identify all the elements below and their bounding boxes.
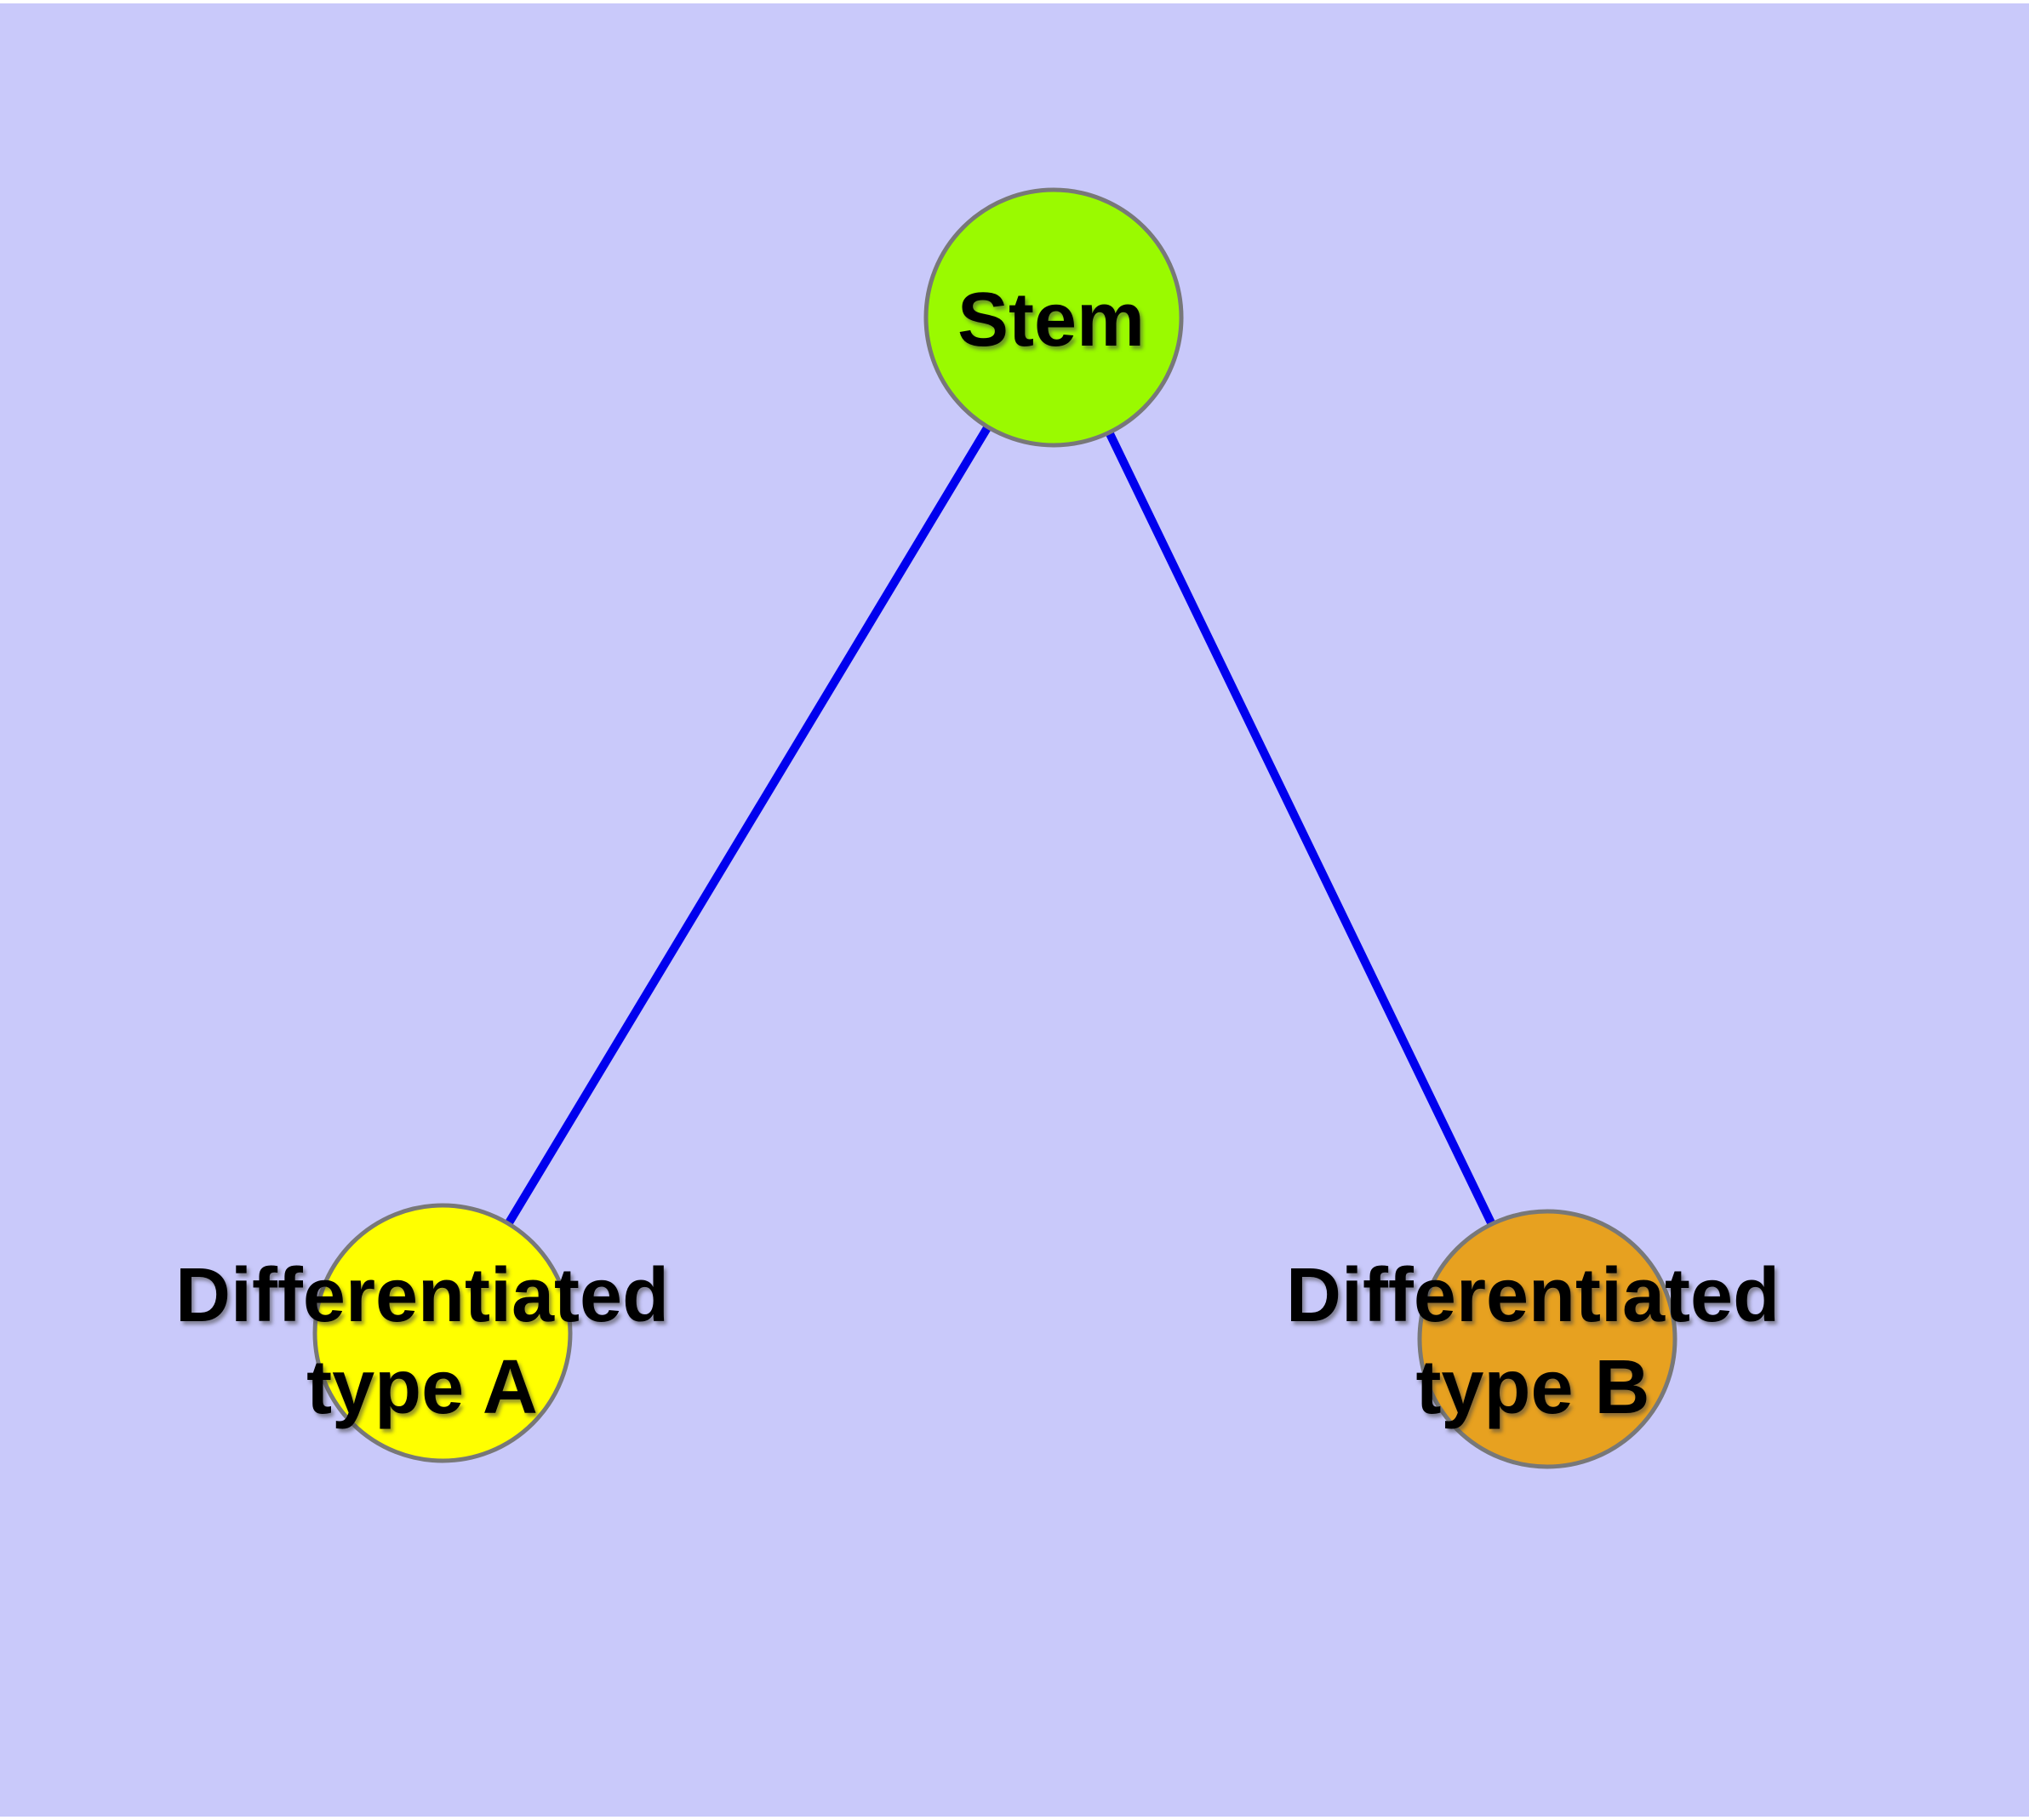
edge-group xyxy=(438,315,1552,1342)
node-differentiated-type-a xyxy=(312,1203,573,1463)
node-differentiated-type-b xyxy=(1417,1209,1677,1469)
node-stem xyxy=(923,187,1184,448)
edge-stem-to-differentiated-type-a xyxy=(438,315,1058,1336)
edge-stem-to-differentiated-type-b xyxy=(1049,315,1552,1342)
node-group xyxy=(312,187,1677,1469)
